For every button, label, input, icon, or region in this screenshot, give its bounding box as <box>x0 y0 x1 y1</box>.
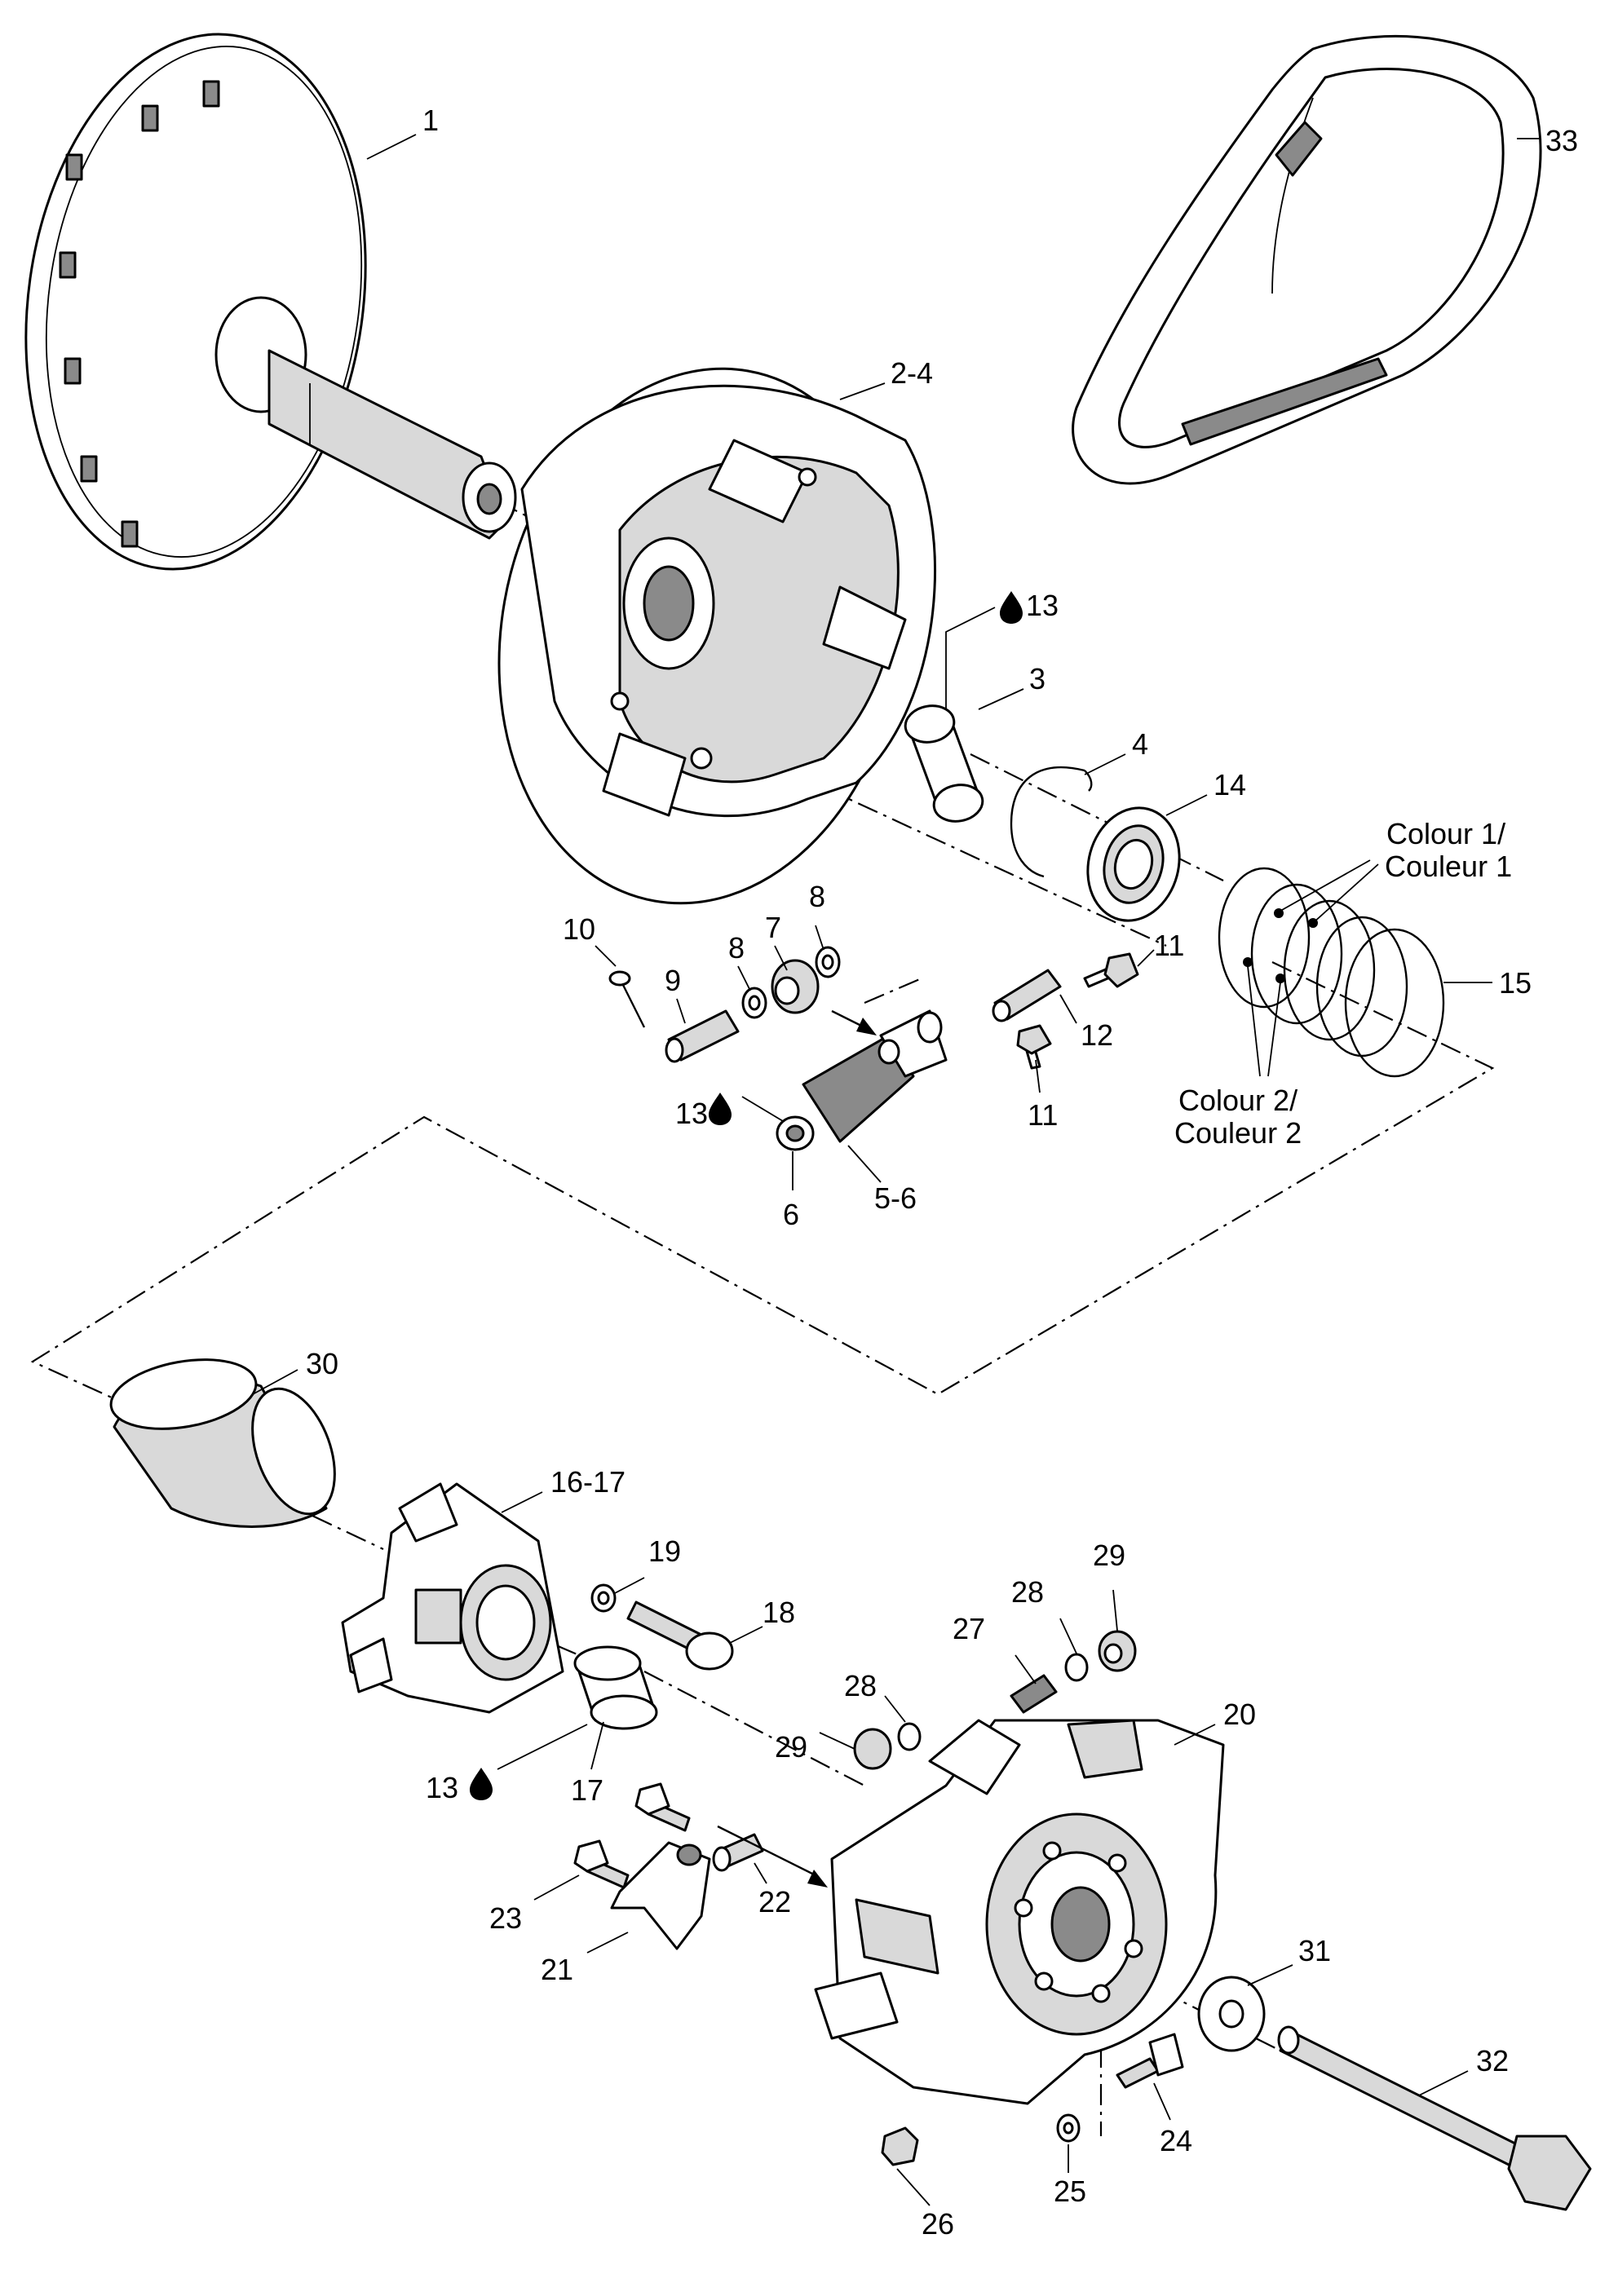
part-washer-25 <box>1056 2113 1081 2143</box>
callout-29-a: 29 <box>1093 1539 1125 1572</box>
callout-8-b: 8 <box>809 880 825 913</box>
callout-labels: 1 2-4 33 13 3 4 14 Colour 1/ Couleur 1 1… <box>306 104 1578 2241</box>
callout-9: 9 <box>665 964 681 997</box>
oil-drop-icon <box>1000 591 1023 624</box>
callout-2-4: 2-4 <box>891 356 933 390</box>
part-spider-hub-16-17 <box>341 1482 564 1714</box>
part-cam-housing-20 <box>814 1719 1225 2105</box>
callout-8-a: 8 <box>728 931 745 965</box>
callout-24: 24 <box>1160 2124 1192 2157</box>
part-washer-31 <box>1197 1976 1266 2052</box>
callout-colour1-line1: Colour 1/ <box>1386 817 1505 850</box>
callout-18: 18 <box>763 1596 795 1629</box>
callout-colour2-line1: Colour 2/ <box>1178 1084 1297 1117</box>
part-washer-19 <box>590 1583 617 1613</box>
part-bushing-17 <box>573 1645 658 1730</box>
part-seal-14 <box>1086 806 1181 922</box>
callout-14: 14 <box>1214 768 1246 801</box>
callout-6: 6 <box>783 1198 799 1231</box>
part-drive-belt <box>1072 34 1542 485</box>
part-washer-8b <box>815 946 841 978</box>
callout-20: 20 <box>1223 1698 1256 1731</box>
callout-16-17: 16-17 <box>550 1465 626 1499</box>
callout-28-b: 28 <box>844 1669 877 1702</box>
callout-colour1-line2: Couleur 1 <box>1385 850 1512 883</box>
part-bolt-23b <box>634 1782 691 1832</box>
callout-13-a: 13 <box>1026 589 1059 622</box>
callout-30: 30 <box>306 1347 338 1380</box>
callout-33: 33 <box>1545 124 1578 157</box>
callout-23: 23 <box>489 1901 522 1935</box>
callout-32: 32 <box>1476 2044 1509 2077</box>
part-bolt-11a <box>1083 952 1139 988</box>
part-circlip-4 <box>1010 766 1093 878</box>
oil-drop-icon <box>709 1093 732 1125</box>
part-washer-28b <box>897 1722 922 1751</box>
part-nut-29b <box>853 1728 892 1770</box>
callout-13-b: 13 <box>675 1097 708 1130</box>
part-pin-9 <box>665 1009 740 1063</box>
part-nut-29a <box>1098 1630 1137 1672</box>
part-spring-15 <box>1218 867 1445 1078</box>
callout-19: 19 <box>648 1534 681 1568</box>
callout-15: 15 <box>1499 966 1532 1000</box>
part-fixed-sheave <box>24 33 517 571</box>
callout-11-a: 11 <box>1154 929 1184 962</box>
callout-colour2-line2: Couleur 2 <box>1174 1116 1302 1150</box>
callout-3: 3 <box>1029 662 1046 695</box>
oil-drop-icon <box>470 1768 493 1800</box>
callout-25: 25 <box>1054 2175 1086 2208</box>
part-nut-26 <box>881 2126 919 2166</box>
callout-5-6: 5-6 <box>874 1181 917 1215</box>
callout-28-a: 28 <box>1011 1575 1044 1609</box>
callout-7: 7 <box>765 911 781 944</box>
part-pin-12 <box>992 969 1062 1022</box>
part-washer-28a <box>1064 1653 1089 1682</box>
part-bolt-23a <box>573 1839 630 1889</box>
part-cotter-pin-10 <box>608 970 646 1028</box>
part-bushing-3 <box>904 704 984 823</box>
part-roller-7 <box>771 959 820 1014</box>
leader-lines <box>252 134 1541 2206</box>
callout-12: 12 <box>1081 1018 1113 1052</box>
callout-22: 22 <box>758 1885 791 1918</box>
part-bolt-11b <box>1016 1024 1052 1070</box>
direction-arrows <box>807 1018 877 1888</box>
part-bushing-6 <box>776 1115 815 1151</box>
callout-29-b: 29 <box>775 1730 807 1764</box>
callout-31: 31 <box>1298 1934 1331 1967</box>
callout-17: 17 <box>571 1773 603 1807</box>
callout-26: 26 <box>922 2207 954 2241</box>
callout-11-b: 11 <box>1028 1098 1058 1132</box>
callout-21: 21 <box>541 1953 573 1986</box>
part-bolt-24 <box>1116 2033 1184 2089</box>
part-washer-8a <box>741 987 767 1019</box>
part-cam-21 <box>610 1841 711 1950</box>
callout-1: 1 <box>422 104 439 137</box>
part-screw-18 <box>626 1601 734 1671</box>
callout-27: 27 <box>953 1612 985 1645</box>
part-bolt-32 <box>1277 2025 1592 2211</box>
part-movable-sheave <box>497 367 936 905</box>
part-arm-5-6 <box>802 1009 948 1143</box>
callout-13-c: 13 <box>426 1771 458 1804</box>
callout-4: 4 <box>1132 727 1148 761</box>
callout-10: 10 <box>563 912 595 946</box>
part-sleeve-30 <box>109 1358 336 1528</box>
part-spring-27 <box>1010 1674 1058 1714</box>
